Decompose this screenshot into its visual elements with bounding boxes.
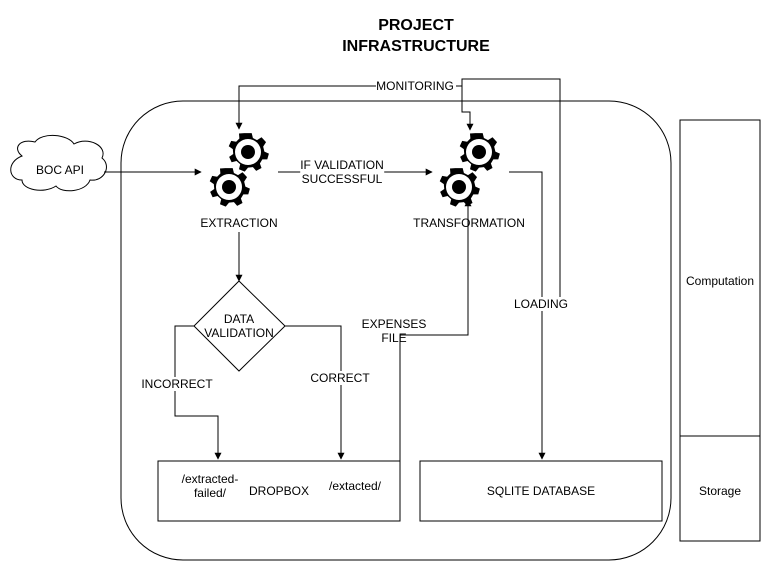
edge-expenses-file [399, 199, 472, 461]
data-validation-diamond [193, 280, 286, 372]
loading-label: LOADING [513, 297, 569, 311]
dropbox-box [157, 460, 401, 522]
if-validation-successful-line1: IF VALIDATION [300, 158, 384, 172]
monitoring-label: MONITORING [376, 79, 454, 93]
edge-monitoring-to-extraction [235, 85, 376, 130]
edge-loading [509, 171, 546, 460]
diagram-title: PROJECT INFRASTRUCTURE [296, 15, 536, 57]
infrastructure-boundary [120, 100, 672, 561]
data-validation-label-line2: VALIDATION [204, 326, 274, 340]
expenses-file-label: EXPENSES FILE [362, 317, 427, 345]
incorrect-label: INCORRECT [141, 377, 213, 391]
storage-layer-label: Storage [698, 484, 742, 498]
extraction-gears-icon [209, 133, 269, 207]
extraction-label: EXTRACTION [200, 216, 278, 230]
data-validation-label-line1: DATA [223, 312, 255, 326]
expenses-file-label-line2: FILE [381, 331, 407, 345]
if-validation-successful-line2: SUCCESSFUL [301, 172, 383, 186]
boc-api-label: BOC API [35, 163, 85, 177]
diagram-title-line2: INFRASTRUCTURE [342, 38, 490, 55]
correct-label: CORRECT [310, 371, 370, 385]
expenses-file-label-line1: EXPENSES [361, 317, 427, 331]
computation-layer-box [679, 119, 761, 437]
storage-layer-box [679, 435, 761, 542]
extracted-failed-folder-label: /extracted- failed/ [182, 472, 239, 500]
computation-layer-label: Computation [685, 274, 755, 288]
edge-monitoring-to-transformation [456, 85, 474, 131]
transformation-label: TRANSFORMATION [413, 216, 525, 230]
sqlite-database-label: SQLITE DATABASE [486, 484, 596, 498]
extracted-folder-label: /extacted/ [328, 479, 382, 493]
edge-validation-correct [285, 325, 345, 460]
transformation-gears-icon [439, 133, 500, 207]
extracted-failed-folder-label-line1: /extracted- [181, 472, 239, 486]
diagram-title-line1: PROJECT [378, 17, 454, 34]
extracted-failed-folder-label-line2: failed/ [193, 486, 227, 500]
sqlite-database-box [419, 460, 663, 522]
data-validation-label: DATA VALIDATION [204, 312, 274, 340]
edge-validation-incorrect [174, 325, 222, 460]
edge-monitoring-to-loading [461, 78, 564, 305]
dropbox-label: DROPBOX [248, 484, 310, 498]
boc-api-cloud [10, 135, 107, 192]
if-validation-successful-label: IF VALIDATION SUCCESSFUL [300, 158, 384, 186]
